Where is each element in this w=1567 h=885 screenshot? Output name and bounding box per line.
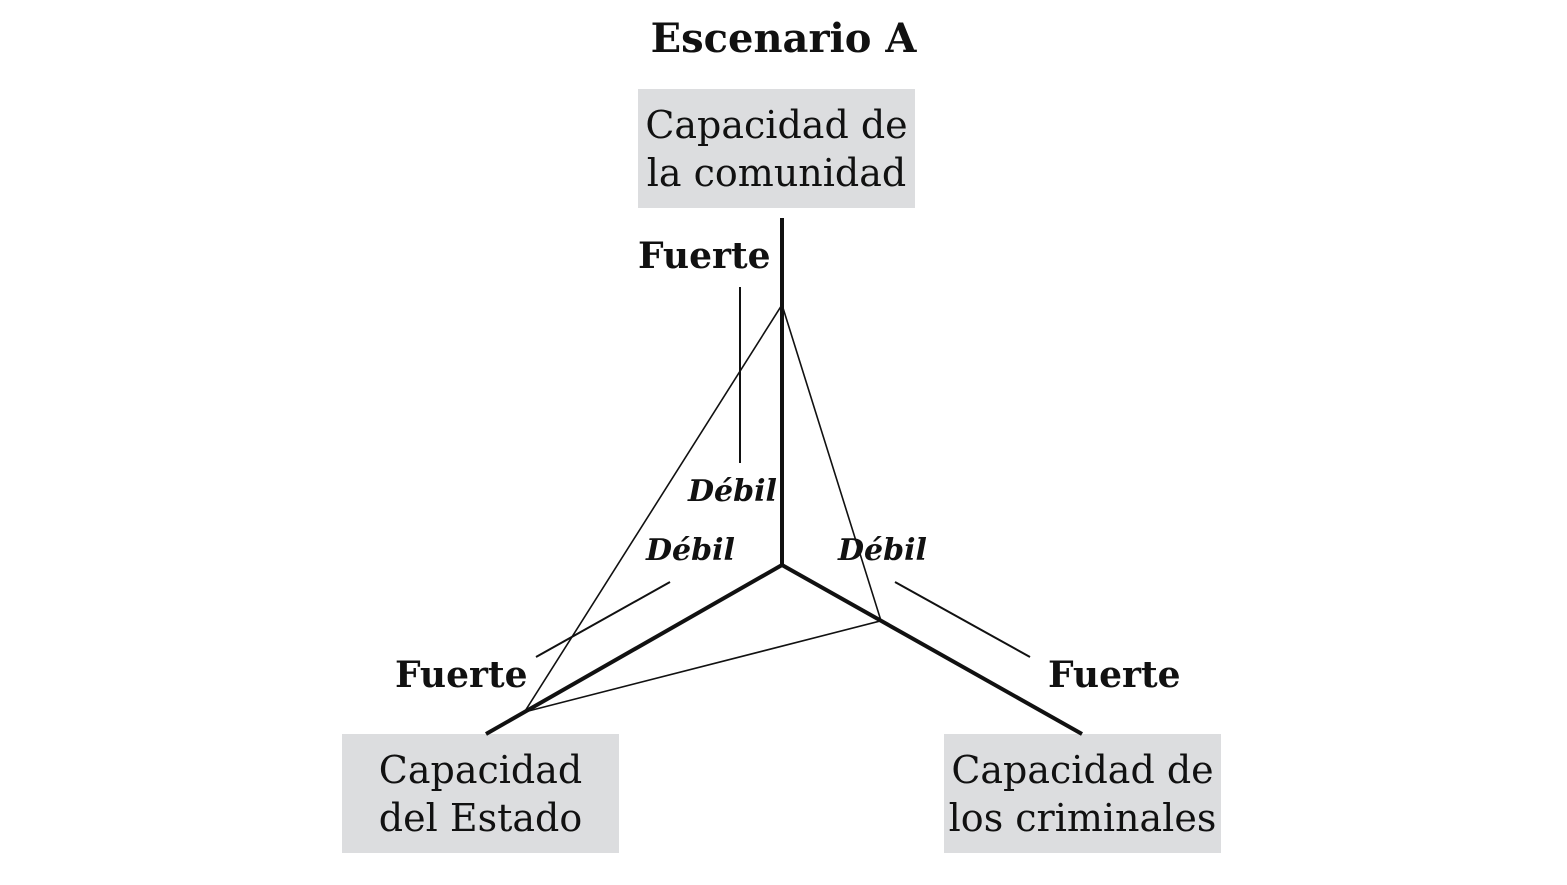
axis-line-criminals bbox=[781, 563, 1083, 736]
axis-label-state-line1: Capacidad bbox=[378, 747, 583, 792]
axis-label-criminals-line1: Capacidad de bbox=[951, 747, 1214, 792]
strong-label-state: Fuerte bbox=[395, 654, 528, 696]
weak-label-criminals: Débil bbox=[838, 533, 927, 568]
axis-box-state: Capacidad del Estado bbox=[342, 734, 619, 853]
axis-label-community-line2: la comunidad bbox=[646, 150, 907, 195]
weak-label-community: Débil bbox=[688, 474, 777, 509]
scale-line-state bbox=[535, 581, 671, 658]
axis-label-state-line2: del Estado bbox=[378, 795, 583, 840]
strong-label-community: Fuerte bbox=[638, 235, 771, 277]
axis-box-criminals: Capacidad de los criminales bbox=[944, 734, 1221, 853]
capacity-triangle bbox=[522, 302, 883, 714]
axis-line-state bbox=[485, 563, 783, 736]
axis-box-community: Capacidad de la comunidad bbox=[638, 89, 915, 208]
axis-label-community-line1: Capacidad de bbox=[645, 102, 908, 147]
weak-label-state: Débil bbox=[646, 533, 735, 568]
axis-label-criminals-line2: los criminales bbox=[948, 795, 1217, 840]
strong-label-criminals: Fuerte bbox=[1048, 654, 1181, 696]
diagram-title: Escenario A bbox=[650, 15, 917, 62]
scale-line-criminals bbox=[894, 581, 1031, 658]
